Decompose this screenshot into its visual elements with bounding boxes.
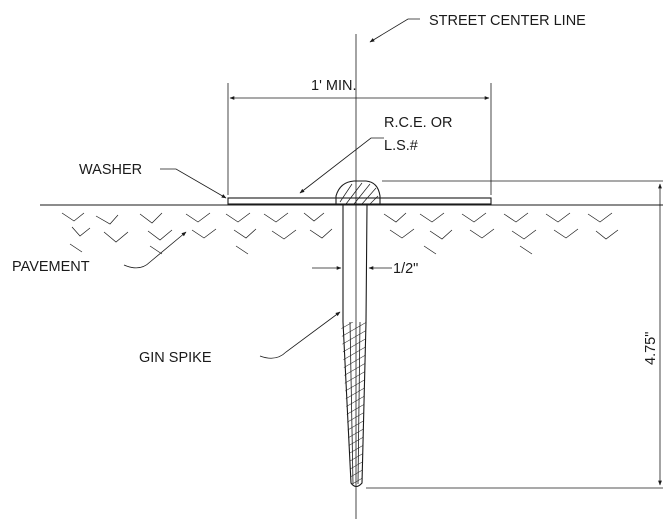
pavement-leader (123, 231, 187, 269)
spike-tip-hatching (341, 322, 366, 486)
spike-head-hatch (339, 182, 379, 205)
rce-label-line2: L.S.# (384, 138, 418, 154)
pavement-hatching (61, 212, 619, 255)
rce-label-line1: R.C.E. OR (384, 115, 452, 131)
pavement-label: PAVEMENT (12, 259, 90, 275)
spike-tapered-tip (342, 321, 367, 488)
washer-label: WASHER (79, 162, 142, 178)
spike-length-label: 4.75" (643, 332, 659, 365)
washer-leader (160, 168, 227, 199)
spike-core-line-left (349, 321, 354, 485)
spike-diameter-label: 1/2" (393, 261, 418, 277)
spike-head (335, 180, 381, 206)
spike-core-line-right (357, 321, 361, 485)
min-width-label: 1' MIN. (311, 78, 356, 94)
washer (227, 197, 492, 205)
spike-shaft (342, 204, 368, 323)
gin-spike-leader (259, 311, 341, 359)
gin-spike-label: GIN SPIKE (139, 350, 212, 366)
rce-leader (299, 137, 384, 194)
street-center-line-label: STREET CENTER LINE (429, 13, 586, 29)
street-center-leader (369, 18, 420, 43)
